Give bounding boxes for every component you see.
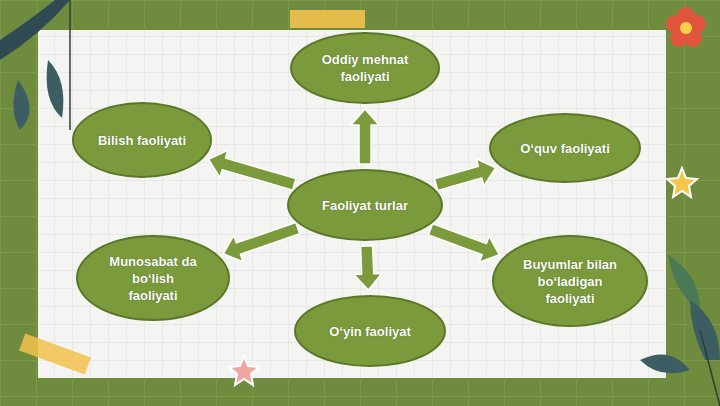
node-label: O‘yin faoliyat: [329, 323, 411, 340]
node-text-group: O‘quv faoliyati: [520, 139, 610, 157]
ellipse-node: Bilish faoliyati: [72, 102, 212, 178]
node-label: Faoliyat turlar: [322, 197, 408, 214]
block-arrow: [354, 246, 382, 290]
ellipse-node: Faoliyat turlar: [287, 169, 443, 241]
node-text-group: Munosabat da bo‘lish faoliyati: [108, 253, 198, 304]
node-text-group: Bilish faoliyati: [98, 131, 186, 149]
node-label: Oddiy mehnat faoliyati: [320, 51, 410, 85]
ellipse-node: O‘yin faoliyat: [294, 295, 446, 367]
ellipse-node: Buyumlar bilan bo‘ladigan faoliyati: [492, 235, 648, 327]
node-text-group: Oddiy mehnat faoliyati: [320, 51, 410, 85]
ellipse-node: Oddiy mehnat faoliyati: [290, 32, 440, 104]
node-text-group: Faoliyat turlar: [322, 196, 408, 214]
node-text-group: O‘yin faoliyat: [329, 322, 411, 340]
block-arrow: [428, 224, 499, 263]
node-label: Buyumlar bilan bo‘ladigan faoliyati: [520, 256, 620, 307]
ellipse-node: O‘quv faoliyati: [489, 113, 641, 183]
node-text-group: Buyumlar bilan bo‘ladigan faoliyati: [520, 256, 620, 307]
block-arrow: [209, 150, 296, 190]
block-arrow: [351, 109, 379, 164]
node-label: Munosabat da bo‘lish faoliyati: [108, 253, 198, 304]
block-arrow: [223, 223, 299, 262]
node-label: Bilish faoliyati: [98, 132, 186, 149]
block-arrow: [435, 159, 496, 191]
ellipse-node: Munosabat da bo‘lish faoliyati: [76, 235, 230, 321]
node-label: O‘quv faoliyati: [520, 140, 610, 157]
